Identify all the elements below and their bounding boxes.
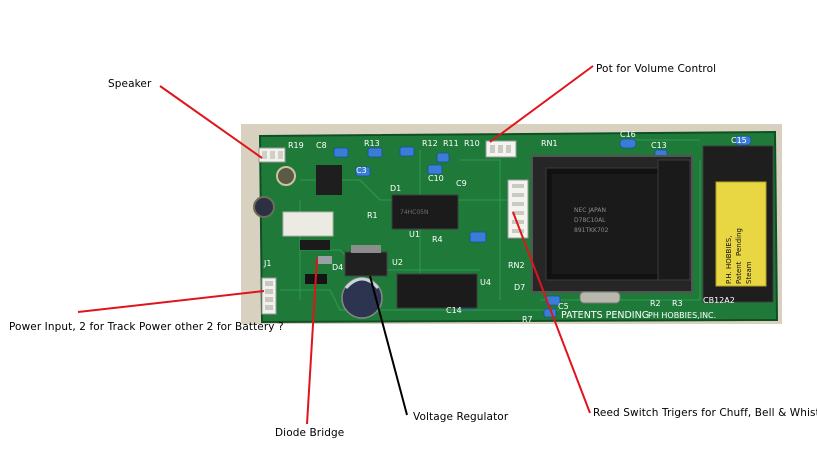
eprom-label-line-4: Steam <box>745 261 753 284</box>
ic-right <box>657 159 691 281</box>
ref-c13: C13 <box>651 141 667 150</box>
label-speaker: Speaker <box>108 78 152 90</box>
ic-text-line-1: NEC JAPAN <box>574 207 606 214</box>
ref-d4: D4 <box>332 263 343 272</box>
ic-text-line-2: D78C10AL <box>574 217 606 224</box>
annotation-arrows <box>77 65 594 425</box>
svg-text:74HC05N: 74HC05N <box>400 209 428 216</box>
label-pot: Pot for Volume Control <box>596 63 717 75</box>
ref-c15: C15 <box>731 136 747 145</box>
label-power-input: Power Input, 2 for Track Power other 2 f… <box>9 321 284 333</box>
label-diode-bridge: Diode Bridge <box>275 427 345 439</box>
ref-r2: R2 <box>650 299 661 308</box>
arrow-regulator <box>369 275 408 416</box>
ref-u2: U2 <box>392 258 403 267</box>
label-reed-switch: Reed Switch Trigers for Chuff, Bell & Wh… <box>593 407 817 419</box>
reed-switch-connector <box>507 179 529 239</box>
board-code: CB12A2 <box>703 296 735 305</box>
ref-c9: C9 <box>456 179 467 188</box>
capacitor-small <box>276 166 296 186</box>
arrow-power <box>77 290 265 313</box>
ref-c8: C8 <box>316 141 327 150</box>
eprom-label-line-1: P.H. HOBBIES, <box>725 236 733 284</box>
ref-c3: C3 <box>356 166 367 175</box>
ic-u1 <box>391 194 459 230</box>
large-capacitor <box>341 277 383 319</box>
ic-u4 <box>396 273 478 309</box>
white-component <box>282 211 334 237</box>
ic-small-left <box>316 165 342 195</box>
ref-c10: C10 <box>428 174 444 183</box>
ref-rn1: RN1 <box>541 139 558 148</box>
eprom-label-line-3: Pending <box>735 228 743 256</box>
ref-r7: R7 <box>522 315 533 324</box>
ref-r11: R11 <box>443 139 459 148</box>
ref-rn2: RN2 <box>508 261 525 270</box>
ref-d7: D7 <box>514 283 525 292</box>
patents-pending-text: PATENTS PENDING <box>561 310 649 321</box>
ref-u4: U4 <box>480 278 491 287</box>
ref-c16: C16 <box>620 130 636 139</box>
ref-r3: R3 <box>672 299 683 308</box>
ic-text-line-3: 891TKK702 <box>574 227 609 234</box>
crystal <box>579 291 621 304</box>
eprom-chip: P.H. HOBBIES, Patent Pending Steam <box>702 145 774 303</box>
ref-r10: R10 <box>464 139 480 148</box>
ref-c14: C14 <box>446 306 462 315</box>
ref-r4: R4 <box>432 235 443 244</box>
capacitor-left <box>253 196 275 218</box>
voltage-regulator-u2 <box>344 251 388 277</box>
eprom-label-line-2: Patent <box>735 261 743 284</box>
power-input-connector <box>261 277 277 315</box>
silkscreen-refs: R19 C8 R13 R12 R11 R10 RN1 C16 C13 C15 C… <box>263 130 747 324</box>
ref-r13: R13 <box>364 139 380 148</box>
arrow-pot <box>489 65 594 143</box>
pot-connector <box>485 140 517 158</box>
ref-j1: J1 <box>263 259 271 268</box>
ref-u1: U1 <box>409 230 420 239</box>
arrow-reed <box>512 211 591 414</box>
nec-microcontroller: NEC JAPAN D78C10AL 891TKK702 <box>531 155 693 293</box>
ref-r1: R1 <box>367 211 378 220</box>
speaker-connector <box>258 147 286 163</box>
ref-r12: R12 <box>422 139 438 148</box>
maker-text: PH HOBBIES,INC. <box>648 311 716 320</box>
ref-c5: C5 <box>558 302 569 311</box>
ref-r19: R19 <box>288 141 304 150</box>
label-voltage-regulator: Voltage Regulator <box>413 411 509 423</box>
arrow-speaker <box>159 85 263 159</box>
arrow-diode <box>306 257 318 425</box>
ref-d1: D1 <box>390 184 401 193</box>
